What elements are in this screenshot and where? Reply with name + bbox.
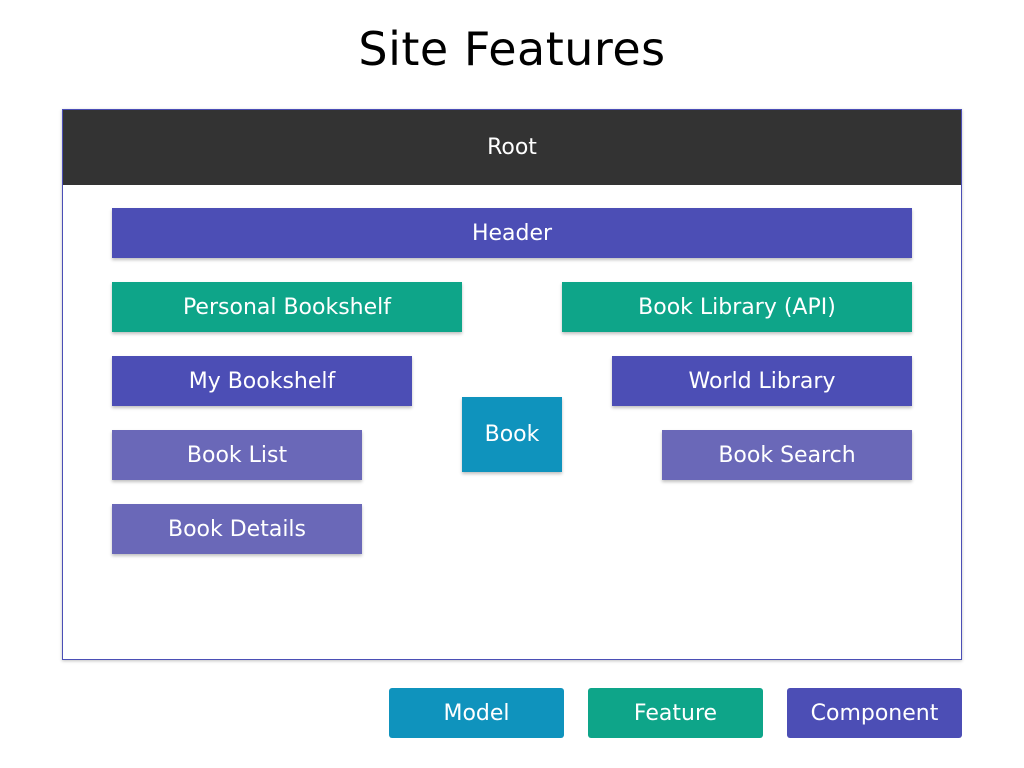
book-library-api-label: Book Library (API) [638,294,836,320]
world-library-node: World Library [612,356,912,406]
book-node: Book [462,397,562,472]
header-label: Header [471,220,553,246]
page-title: Site Features [358,22,666,76]
legend-model-label: Model [443,700,510,726]
my-bookshelf-node: My Bookshelf [112,356,412,406]
book-search-node: Book Search [662,430,912,480]
legend-component: Component [787,688,962,738]
root-label: Root [487,135,537,160]
world-library-label: World Library [688,368,836,394]
book-label: Book [484,422,540,447]
header-node: Header [112,208,912,258]
my-bookshelf-label: My Bookshelf [188,368,336,394]
book-list-label: Book List [186,442,288,468]
root-node: Root [63,110,961,185]
legend-model: Model [389,688,564,738]
legend-feature-label: Feature [633,700,718,726]
personal-bookshelf-label: Personal Bookshelf [182,294,392,320]
book-details-label: Book Details [167,516,306,542]
personal-bookshelf-node: Personal Bookshelf [112,282,462,332]
book-search-label: Book Search [718,442,856,468]
book-library-api-node: Book Library (API) [562,282,912,332]
legend-component-label: Component [810,700,939,726]
book-list-node: Book List [112,430,362,480]
legend-feature: Feature [588,688,763,738]
book-details-node: Book Details [112,504,362,554]
